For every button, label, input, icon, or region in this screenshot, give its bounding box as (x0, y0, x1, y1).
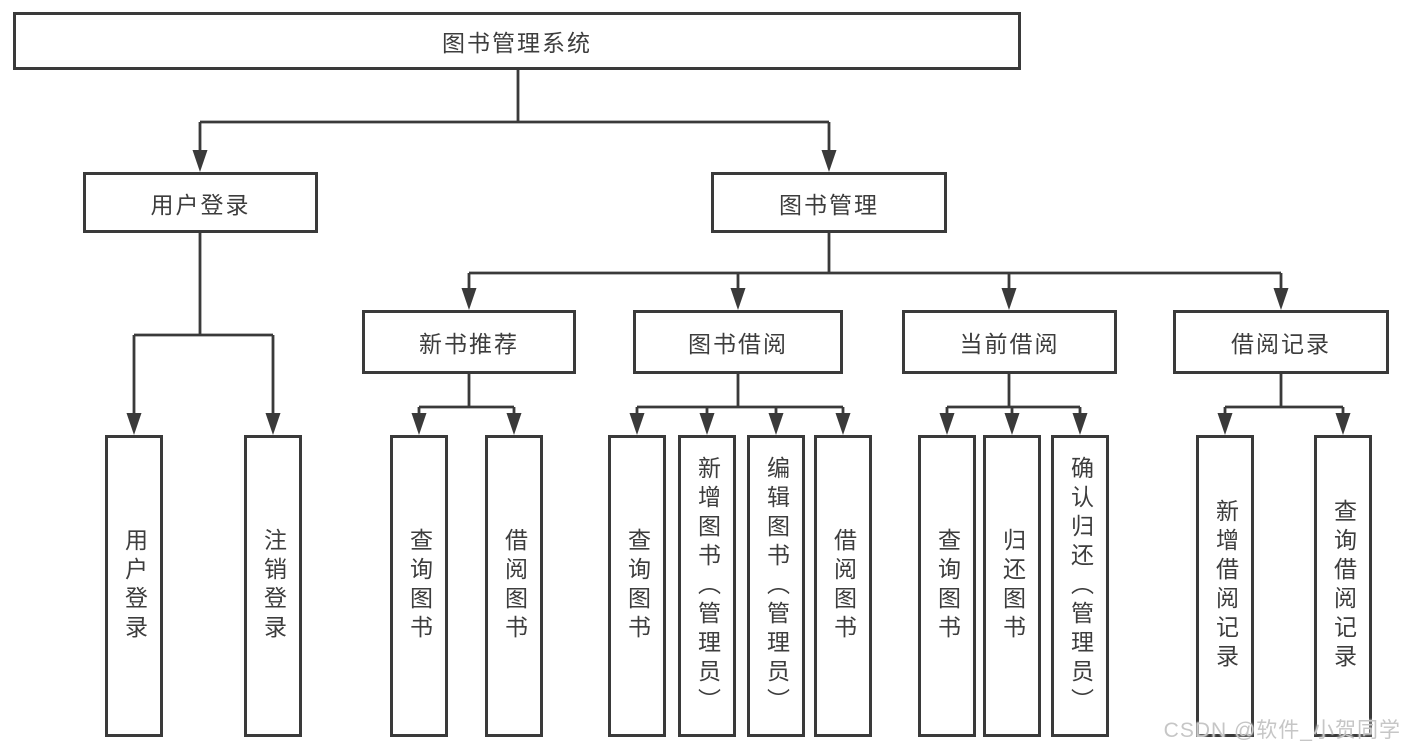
node-new-book-recommend: 新书推荐 (362, 310, 576, 374)
arrowhead-icon (939, 413, 955, 435)
arrowhead-icon (1001, 288, 1017, 310)
node-query-borrow-record: 查询借阅记录 (1314, 435, 1372, 737)
arrowhead-icon (821, 150, 837, 172)
arrowhead-icon (506, 413, 522, 435)
node-add-borrow-record: 新增借阅记录 (1196, 435, 1254, 737)
arrowhead-icon (730, 288, 746, 310)
node-library-system: 图书管理系统 (13, 12, 1021, 70)
arrowhead-icon (1072, 413, 1088, 435)
arrowhead-icon (835, 413, 851, 435)
node-confirm-return-admin: 确认归还（管理员） (1051, 435, 1109, 737)
arrowhead-icon (1217, 413, 1233, 435)
arrowhead-icon (192, 150, 208, 172)
node-query-books-current: 查询图书 (918, 435, 976, 737)
node-logout-leaf: 注销登录 (244, 435, 302, 737)
node-book-borrowing: 图书借阅 (633, 310, 843, 374)
node-user-login-branch: 用户登录 (83, 172, 318, 233)
csdn-watermark: CSDN @软件_小贺同学 (1163, 719, 1401, 742)
arrowhead-icon (629, 413, 645, 435)
arrowhead-icon (126, 413, 142, 435)
arrowhead-icon (768, 413, 784, 435)
node-query-books-borrowing: 查询图书 (608, 435, 666, 737)
arrowhead-icon (1335, 413, 1351, 435)
arrowhead-icon (699, 413, 715, 435)
node-query-books-recommend: 查询图书 (390, 435, 448, 737)
arrowhead-icon (461, 288, 477, 310)
arrowhead-icon (1273, 288, 1289, 310)
node-borrowing-records: 借阅记录 (1173, 310, 1389, 374)
node-return-books: 归还图书 (983, 435, 1041, 737)
node-current-borrowing: 当前借阅 (902, 310, 1117, 374)
arrowhead-icon (411, 413, 427, 435)
arrowhead-icon (1004, 413, 1020, 435)
node-borrow-books-borrowing: 借阅图书 (814, 435, 872, 737)
node-user-login-leaf: 用户登录 (105, 435, 163, 737)
node-book-management-branch: 图书管理 (711, 172, 947, 233)
node-edit-book-admin: 编辑图书（管理员） (747, 435, 805, 737)
node-add-book-admin: 新增图书（管理员） (678, 435, 736, 737)
arrowhead-icon (265, 413, 281, 435)
node-borrow-books-recommend: 借阅图书 (485, 435, 543, 737)
